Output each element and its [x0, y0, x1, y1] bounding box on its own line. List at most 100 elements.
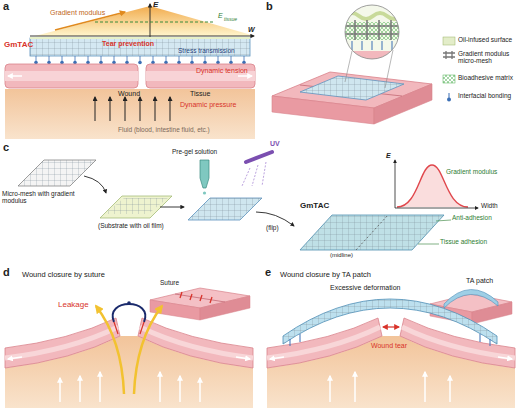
micro-mesh: [18, 160, 96, 186]
suture-loop: [114, 322, 144, 334]
function-label: Stress transmission: [178, 47, 235, 54]
flip-arrow: [256, 212, 294, 226]
ta-patch: [283, 299, 497, 344]
pressure-arrow: [125, 97, 126, 121]
force-label: Dynamic pressure: [180, 101, 236, 109]
axis-label: E: [386, 152, 391, 160]
modulus-plot: [395, 160, 478, 208]
pipette: [200, 160, 209, 195]
tissue-slab: [272, 96, 374, 124]
leader-line: [418, 244, 439, 245]
process-arrow: [84, 176, 106, 193]
region-label: Tissue: [190, 90, 210, 98]
force-label: Dynamic tension: [196, 67, 248, 75]
tear-arrow: [383, 327, 399, 328]
modulus-subscript: tissue: [224, 17, 237, 23]
modulus-axis: [30, 4, 254, 37]
panel-letter: e: [265, 266, 271, 279]
midline-label: (midline): [330, 252, 353, 259]
tissue-layer: [5, 318, 253, 368]
oil-substrate: [104, 198, 168, 214]
tissue-layer: [400, 318, 515, 368]
inset-label: TA patch: [466, 277, 493, 285]
tension-arrow: [270, 357, 512, 359]
tissue-layer: [402, 327, 515, 358]
tissue-modulus-line: [95, 22, 215, 23]
process-arrow: [84, 176, 106, 193]
pressure-arrow: [329, 376, 331, 402]
legend-icons: [443, 37, 455, 102]
inset-tissue: [180, 292, 212, 303]
inset-tissue: [430, 289, 512, 324]
gmtac-patch: [30, 37, 250, 39]
fluid-region: [5, 89, 255, 139]
flip-arrow: [256, 212, 294, 226]
matrix-icon: [443, 75, 455, 83]
pressure-arrow: [449, 376, 451, 402]
material-name: GmTAC: [4, 40, 33, 49]
step-label: Micro-mesh with gradient modulus: [2, 190, 80, 205]
ta-patch: [283, 299, 497, 346]
gmtac-patch: [30, 37, 250, 56]
magnified-view: [345, 13, 401, 19]
inset-tissue: [444, 289, 498, 308]
failure-label: Excessive deformation: [330, 284, 400, 292]
suture-loop: [113, 304, 146, 322]
pressure-arrow: [330, 372, 450, 402]
gradient-label: Gradient modulus: [50, 9, 105, 17]
gmtac-patch: [300, 76, 404, 100]
pressure-arrow: [155, 97, 156, 121]
panel-title: Wound closure by TA patch: [280, 271, 371, 280]
suture-loop: [113, 301, 146, 334]
pressure-arrow: [424, 372, 426, 402]
fluid-region: [5, 89, 255, 139]
uv-lamp: [246, 152, 272, 162]
legend-text: Gradient modulus micro-mesh: [458, 50, 516, 65]
legend-icon: [443, 75, 455, 83]
panel-letter: b: [266, 0, 273, 13]
tissue-slab: [272, 72, 432, 124]
step-label: (flip): [266, 224, 279, 231]
tension-arrow: [8, 357, 250, 359]
tissue-layer: [146, 64, 255, 88]
tissue-modulus-line: [95, 22, 215, 23]
legend-icon: [443, 37, 455, 45]
pressure-arrow: [110, 97, 111, 121]
step-label: UV: [270, 140, 280, 148]
pressure-arrow: [95, 97, 170, 121]
tissue-layer: [5, 327, 118, 358]
gmtac-patch: [300, 76, 404, 100]
legend-icon: [447, 93, 451, 102]
tissue-layer: [138, 318, 253, 368]
tissue-layer: [5, 71, 138, 81]
panel-letter: c: [3, 141, 9, 154]
pressure-arrow: [59, 378, 61, 402]
panel-title: Wound closure by suture: [22, 271, 105, 280]
panel-letter: d: [3, 266, 10, 279]
magnifier-leader: [345, 51, 352, 82]
pressure-arrow: [179, 376, 181, 402]
region-label: Fluid (blood, intestine fluid, etc.): [118, 126, 210, 133]
gel-patch: [188, 198, 262, 220]
legend-swatch: [443, 37, 455, 45]
tissue-layer: [5, 318, 120, 368]
gel-patch: [188, 198, 262, 220]
tear-arrow: [383, 326, 399, 327]
gel-patch: [188, 198, 262, 220]
magnified-view: [352, 41, 392, 50]
uv-lamp: [242, 152, 272, 186]
material-name: GmTAC: [300, 201, 329, 210]
magnified-view: [345, 20, 399, 40]
leakage-arrow: [134, 306, 162, 394]
tension-arrow: [498, 357, 512, 359]
gradient-triangle: [35, 6, 255, 36]
tension-arrow: [8, 357, 22, 359]
pressure-arrow: [140, 97, 141, 121]
pressure-arrow: [159, 372, 161, 402]
micro-mesh: [18, 160, 96, 186]
pipette: [203, 191, 206, 194]
inset-tissue: [150, 288, 250, 320]
